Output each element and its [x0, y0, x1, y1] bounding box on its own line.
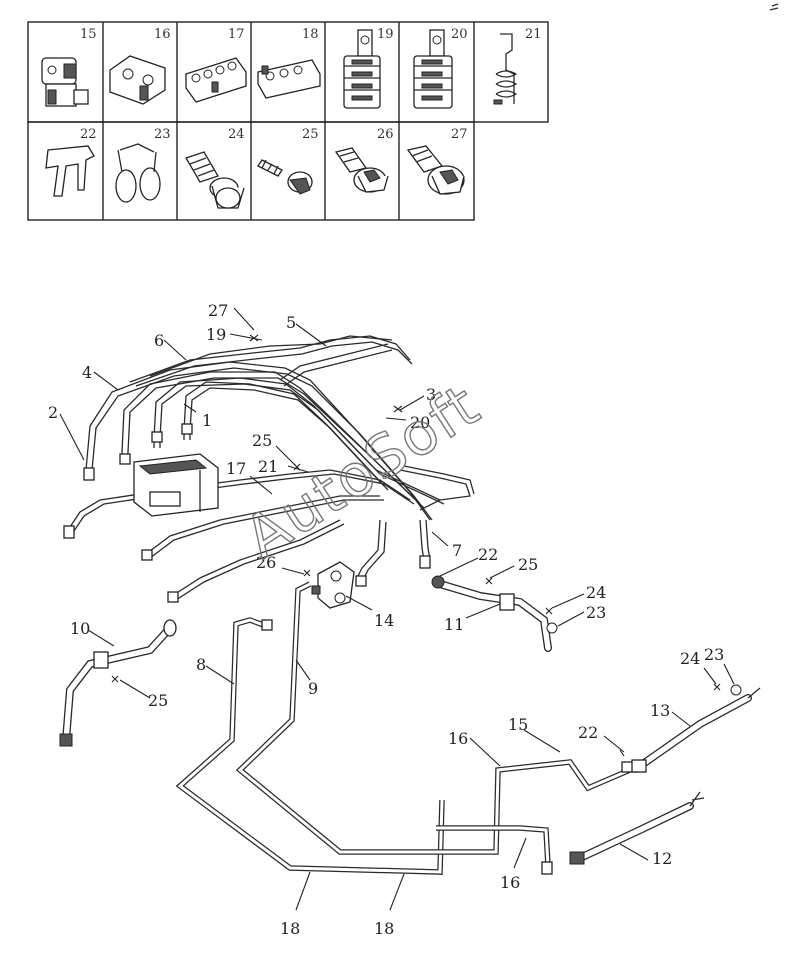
callout-23-mid: 23 [586, 603, 606, 622]
callout-leaders [59, 307, 735, 911]
callout-10: 10 [70, 619, 90, 638]
corner-mark [769, 3, 779, 11]
table-label-17: 17 [228, 27, 245, 42]
screw-icon [257, 159, 313, 195]
callout-25-mid: 25 [518, 555, 538, 574]
callout-2: 2 [48, 403, 58, 422]
callout-19: 19 [206, 325, 226, 344]
callout-22-mid: 22 [478, 545, 498, 564]
right-rear-hose-13 [631, 687, 761, 773]
callout-9: 9 [308, 679, 318, 698]
callout-7: 7 [452, 541, 462, 560]
table-label-23: 23 [154, 127, 171, 142]
u-clip-icon [45, 145, 95, 197]
abs-hydraulic-unit [133, 453, 219, 517]
callout-15: 15 [508, 715, 528, 734]
left-rear-hose [59, 619, 177, 747]
table-label-25: 25 [302, 127, 319, 142]
callout-27: 27 [208, 301, 228, 320]
flange-bolt-icon [185, 151, 245, 209]
left-rear-hose-12 [569, 791, 705, 865]
spring-clip-icon [115, 143, 161, 203]
callout-12: 12 [652, 849, 672, 868]
callout-18-right: 18 [374, 919, 394, 938]
callout-25-top: 25 [252, 431, 272, 450]
front-pipe-bundle [83, 335, 475, 587]
table-label-22: 22 [80, 127, 97, 142]
callout-5: 5 [286, 313, 296, 332]
hex-flange-bolt-icon [334, 147, 389, 193]
callout-24-right: 24 [680, 649, 700, 668]
hex-flange-bolt-icon-2 [406, 145, 465, 195]
double-clip-icon [109, 55, 166, 105]
rear-pipes [175, 581, 639, 875]
table-label-15: 15 [80, 27, 97, 42]
callout-16-upper: 16 [448, 729, 468, 748]
parts-table: 15 16 17 18 19 20 21 22 23 24 25 26 27 [27, 21, 549, 221]
table-label-20: 20 [451, 27, 468, 42]
multi-pipe-clip-icon [257, 59, 321, 99]
callout-23-right: 23 [704, 645, 724, 664]
right-front-hose [431, 575, 552, 652]
callout-4: 4 [82, 363, 92, 382]
callout-20: 20 [410, 413, 430, 432]
callout-3: 3 [426, 385, 436, 404]
callout-6: 6 [154, 331, 164, 350]
callout-18-left: 18 [280, 919, 300, 938]
tab-pipe-clip-icon [343, 29, 381, 109]
callout-25-low: 25 [148, 691, 168, 710]
wire-pipe-clip-icon [493, 33, 518, 105]
bracket-block-icon [41, 57, 89, 107]
callout-21: 21 [258, 457, 278, 476]
callout-16-lower: 16 [500, 873, 520, 892]
callout-11: 11 [444, 615, 464, 634]
callout-13: 13 [650, 701, 670, 720]
callout-14: 14 [374, 611, 394, 630]
tab-pipe-clip-icon-2 [413, 29, 453, 109]
proportioning-valve [311, 561, 355, 609]
callout-8: 8 [196, 655, 206, 674]
table-label-18: 18 [302, 27, 319, 42]
table-label-26: 26 [377, 127, 394, 142]
table-label-16: 16 [154, 27, 171, 42]
table-label-19: 19 [377, 27, 394, 42]
quad-pipe-clip-icon [185, 57, 247, 103]
callout-26: 26 [256, 553, 276, 572]
callout-labels: 27 19 5 6 4 3 20 2 1 25 21 17 7 22 25 26… [48, 301, 724, 938]
callout-24-mid: 24 [586, 583, 606, 602]
callout-1: 1 [202, 411, 212, 430]
table-label-24: 24 [228, 127, 245, 142]
callout-22-right: 22 [578, 723, 598, 742]
callout-17: 17 [226, 459, 246, 478]
table-label-21: 21 [525, 27, 542, 42]
table-label-27: 27 [451, 127, 468, 142]
left-lower-pipes [63, 469, 415, 603]
fastener-markers [111, 334, 742, 757]
